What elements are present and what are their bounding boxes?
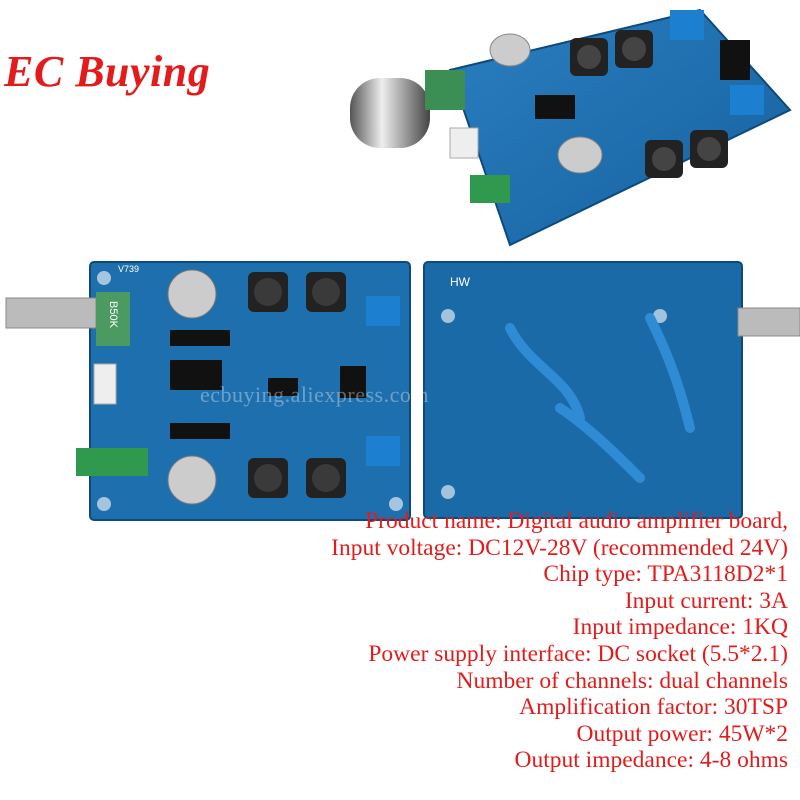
brand-logo: EC Buying [4,47,211,96]
product-photo-front: B50K V739 [5,261,411,521]
model-label: V739 [118,264,139,274]
spec-line: Input current: 3A [624,587,788,614]
product-photo-back: HW [423,261,800,519]
spec-line: Product name: Digital audio amplifier bo… [365,508,788,534]
spec-line: Amplification factor: 30TSP [519,694,788,721]
spec-list: Product name: Digital audio amplifier bo… [331,508,788,774]
spec-line: Input impedance: 1KQ [572,614,788,641]
pot-label: B50K [107,301,119,329]
watermark: ecbuying.aliexpress.com [200,382,429,407]
product-photo-angled [350,8,792,247]
spec-line: Chip type: TPA3118D2*1 [543,561,788,588]
spec-line: Output power: 45W*2 [576,720,788,747]
spec-line: Number of channels: dual channels [456,667,788,694]
spec-line: Input voltage: DC12V-28V (recommended 24… [331,534,788,561]
spec-line: Output impedance: 4-8 ohms [514,747,788,774]
spec-line: Power supply interface: DC socket (5.5*2… [368,640,788,667]
back-label: HW [450,275,471,289]
